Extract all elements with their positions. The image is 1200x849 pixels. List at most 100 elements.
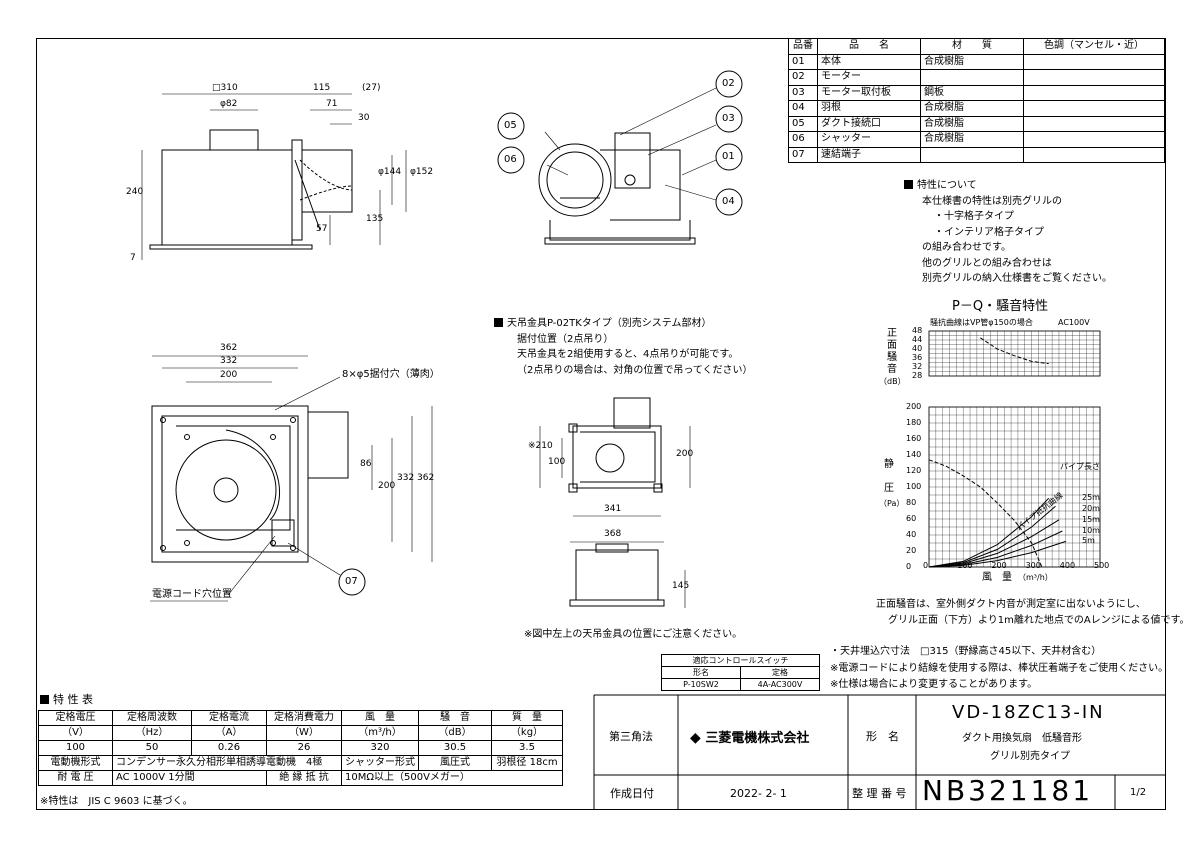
- parts-header-cell: 色調（マンセル・近）: [1023, 38, 1165, 55]
- bullet-square-icon: [494, 318, 503, 327]
- pressure-tick-label: 0: [906, 562, 912, 571]
- dim-plan-332v: 332: [397, 473, 415, 483]
- dim-135: 135: [366, 214, 384, 224]
- mitsubishi-logo-icon: ◆: [690, 730, 701, 746]
- model-number: VD-18ZC13-IN: [952, 702, 1105, 723]
- company-name: ◆ 三菱電機株式会社: [690, 731, 809, 745]
- callout-04: 04: [722, 196, 735, 207]
- pipe-length-label: パイプ長さ: [1060, 462, 1100, 471]
- pressure-tick-label: 180: [906, 418, 922, 427]
- callout-03: 03: [722, 113, 735, 124]
- part-material: 合成樹脂: [920, 100, 1024, 117]
- hanger-line-4: （2点吊りの場合は、対角の位置で吊ってください）: [517, 364, 753, 376]
- callout-04-circle: [715, 188, 743, 216]
- pressure-tick-label: 40: [906, 530, 917, 539]
- install-notes: ・天井埋込穴寸法 □315（野縁高さ45以下、天井材含む） ※電源コードにより結…: [830, 644, 1168, 694]
- callout-02-circle: [715, 70, 743, 98]
- dim-plan-332: 332: [220, 356, 238, 366]
- features-notes: 特性について 本仕様書の特性は別売グリルの ・十字格子タイプ ・インテリア格子タ…: [904, 178, 1112, 287]
- ctrl-v1: P-10SW2: [661, 678, 741, 691]
- spec-unit: （W）: [266, 725, 342, 741]
- spec-table: 定格電圧 定格周波数 定格電流 定格消費電力 風 量 騒 音 質 量 （V）（H…: [38, 710, 563, 786]
- dim-plan-362: 362: [220, 343, 238, 353]
- dim-plan-362v: 362: [417, 473, 435, 483]
- part-color: [1023, 146, 1165, 163]
- blade-value: 18cm: [529, 757, 558, 768]
- part-name: モーター取付板: [817, 84, 921, 101]
- pressure-tick-label: 60: [906, 514, 917, 523]
- spec-motor-row: 電動機形式 コンデンサー永久分相形単相誘導電動機 4極 シャッター形式 風圧式 …: [38, 755, 563, 771]
- dim-hang-341: 341: [604, 504, 622, 514]
- spec-value: 26: [266, 740, 342, 756]
- spec-unit: （kg）: [491, 725, 563, 741]
- install-note: ※電源コードにより結線を使用する際は、棒状圧着端子をご使用ください。: [830, 662, 1169, 674]
- features-line: の組み合わせです。: [922, 242, 1011, 253]
- dim-310: □310: [212, 83, 238, 93]
- part-material: [920, 146, 1024, 163]
- dim-7: 7: [130, 253, 136, 263]
- ctrl-h1: 形名: [661, 666, 741, 679]
- spec-header: 定格消費電力: [266, 710, 342, 726]
- part-no: 05: [788, 115, 818, 132]
- part-name: 羽根: [817, 100, 921, 117]
- callout-05-circle: [497, 112, 525, 140]
- noise-tick-label: 44: [912, 335, 923, 344]
- part-name: 速結端子: [817, 146, 921, 163]
- x-tick-label: 500: [1094, 561, 1110, 570]
- part-color: [1023, 69, 1165, 86]
- spec-unit: （m³/h）: [341, 725, 419, 741]
- dim-hang-100: 100: [548, 457, 566, 467]
- spec-header-row: 定格電圧 定格周波数 定格電流 定格消費電力 風 量 騒 音 質 量: [38, 710, 563, 726]
- shutter-label: シャッター形式: [341, 755, 419, 771]
- parts-header-cell: 材 質: [920, 38, 1024, 55]
- pressure-axis-label-2: 圧: [884, 483, 894, 494]
- dim-hang-145: 145: [672, 581, 690, 591]
- features-title: 特性について: [917, 180, 977, 191]
- mount-hole-label: 8×φ5据付穴（薄肉）: [342, 369, 440, 380]
- projection-method: 第三角法: [609, 730, 653, 743]
- spec-unit: （Hz）: [112, 725, 192, 741]
- callout-06-circle: [497, 146, 525, 174]
- spec-header: 騒 音: [418, 710, 492, 726]
- voltage-label: 耐 電 圧: [38, 770, 113, 786]
- noise-axis-label: 正面騒音: [887, 328, 897, 375]
- model-label: 形 名: [866, 730, 899, 743]
- spec-voltage-row: 耐 電 圧 AC 1000V 1分間 絶 縁 抵 抗 10MΩ以上（500Vメガ…: [38, 770, 563, 786]
- spec-value: 0.26: [191, 740, 267, 756]
- spec-unit-row: （V）（Hz）（A）（W）（m³/h）（dB）（kg）: [38, 725, 563, 741]
- ctrl-h2: 定格: [740, 666, 820, 679]
- callout-01-circle: [715, 143, 743, 171]
- pipe-length-tick: 25m: [1082, 493, 1100, 503]
- hanger-line-2: 据付位置（2点吊り）: [517, 333, 614, 345]
- x-tick-label: 200: [991, 561, 1007, 570]
- parts-header-cell: 品番: [788, 38, 818, 55]
- x-tick-label: 300: [1025, 561, 1041, 570]
- hanger-line-1: 天吊金具P-02TKタイプ（別売システム部材）: [507, 318, 712, 329]
- insulation-value: 10MΩ以上（500Vメガー）: [341, 770, 563, 786]
- part-no: 04: [788, 100, 818, 117]
- callout-03-circle: [715, 105, 743, 133]
- part-name: モーター: [817, 69, 921, 86]
- dim-plan-86: 86: [360, 459, 372, 469]
- pipe-length-tick: 5m: [1082, 536, 1095, 546]
- dim-hang-210: ※210: [528, 441, 553, 451]
- part-name: ダクト接続口: [817, 115, 921, 132]
- pipe-length-tick: 20m: [1082, 503, 1100, 513]
- x-axis-label: 風 量: [982, 572, 1012, 583]
- spec-title-text: 特 性 表: [53, 693, 93, 706]
- spec-footnote: ※特性は JIS C 9603 に基づく。: [40, 796, 193, 807]
- pq-fan-curve: [928, 459, 1043, 568]
- x-tick-label: 400: [1059, 561, 1076, 570]
- noise-axis-unit: （dB）: [879, 377, 906, 386]
- dim-hang-368: 368: [604, 529, 622, 539]
- spec-header: 質 量: [491, 710, 563, 726]
- part-no: 01: [788, 53, 818, 70]
- motor-value: コンデンサー永久分相形単相誘導電動機 4極: [112, 755, 342, 771]
- dim-115: 115: [313, 83, 331, 93]
- hanger-line-3: 天吊金具を2組使用すると、4点吊りが可能です。: [517, 349, 739, 360]
